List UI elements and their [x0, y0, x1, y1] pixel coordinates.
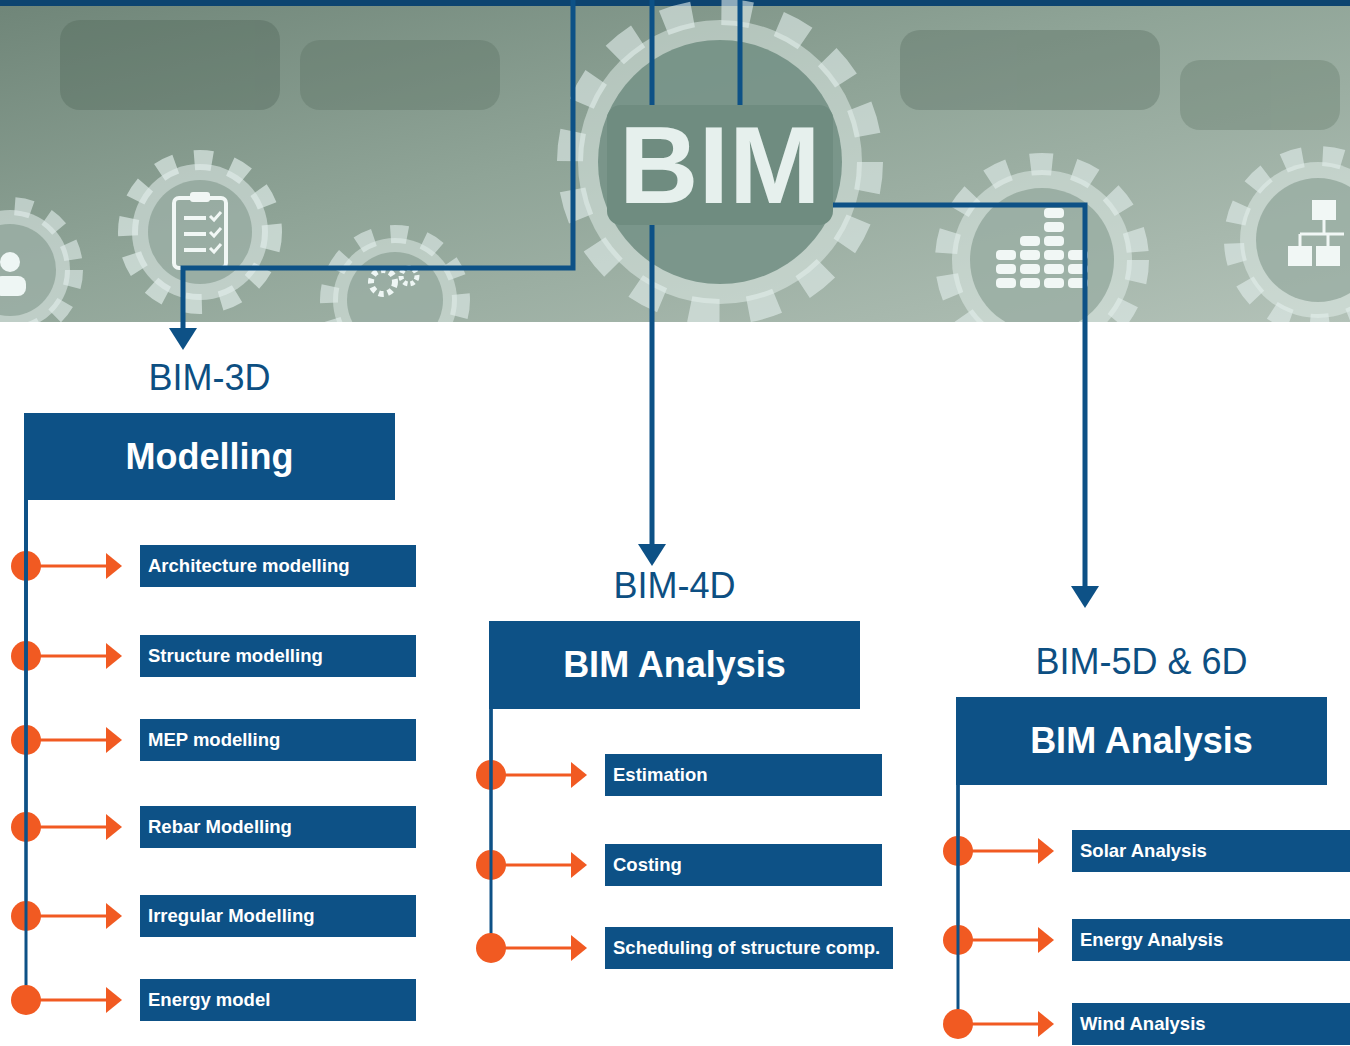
box-text: Structure modelling: [148, 645, 323, 667]
group-bar: BIM Analysis: [956, 697, 1327, 785]
group-heading: BIM-5D & 6D: [956, 640, 1327, 684]
arrow-head: [571, 762, 587, 788]
group-heading: BIM-4D: [489, 564, 860, 608]
connector: [476, 709, 587, 963]
connector: [943, 785, 1054, 866]
box-text: Energy Analysis: [1080, 929, 1223, 951]
box-text: Estimation: [613, 764, 708, 786]
connector: [11, 500, 122, 931]
connector: [476, 709, 587, 880]
gear-icon: [128, 160, 272, 304]
process-box: Irregular Modelling: [140, 895, 416, 937]
process-box: Wind Analysis: [1072, 1003, 1350, 1045]
group-title: BIM Analysis: [563, 644, 786, 686]
connector: [476, 709, 587, 790]
process-box: Energy model: [140, 979, 416, 1021]
process-box: Energy Analysis: [1072, 919, 1350, 961]
gear-icon: [1234, 156, 1350, 322]
connector: [943, 785, 1054, 955]
gear-icon: [946, 164, 1138, 322]
branch-line: [650, 0, 655, 548]
connector: [11, 500, 122, 842]
arrow-head: [169, 328, 197, 350]
arrow-head: [106, 643, 122, 669]
connector-dot: [943, 1009, 973, 1039]
box-text: Solar Analysis: [1080, 840, 1207, 862]
process-box: MEP modelling: [140, 719, 416, 761]
group-bar: Modelling: [24, 413, 395, 500]
group-node: BIM-4D BIM Analysis: [489, 564, 860, 709]
banner-title: BIM: [607, 105, 833, 225]
process-box: Scheduling of structure comp.: [605, 927, 893, 969]
box-text: Energy model: [148, 989, 270, 1011]
group-heading: BIM-3D: [24, 356, 395, 400]
connector: [11, 500, 122, 581]
group-bar: BIM Analysis: [489, 621, 860, 709]
connector: [943, 785, 1054, 1039]
arrow-head: [1071, 586, 1099, 608]
connector-dot: [476, 933, 506, 963]
box-text: Irregular Modelling: [148, 905, 315, 927]
arrow-head: [571, 852, 587, 878]
connector-trunk: [957, 785, 960, 1024]
arrow-head: [571, 935, 587, 961]
branch-line: [183, 0, 573, 332]
process-box: Structure modelling: [140, 635, 416, 677]
box-text: MEP modelling: [148, 729, 280, 751]
gear-icon: [0, 206, 74, 322]
process-box: Architecture modelling: [140, 545, 416, 587]
gear-icon: [329, 234, 461, 322]
group-node: BIM-3D Modelling: [24, 356, 395, 500]
group-title: BIM Analysis: [1030, 720, 1253, 762]
connector: [11, 500, 122, 671]
group-title: Modelling: [126, 436, 294, 478]
box-text: Wind Analysis: [1080, 1013, 1206, 1035]
connector: [11, 500, 122, 755]
arrow-head: [638, 544, 666, 566]
bim-gear: [570, 12, 870, 312]
group-node: BIM-5D & 6D BIM Analysis: [956, 640, 1327, 785]
arrow-head: [106, 903, 122, 929]
top-strip: [0, 0, 1350, 6]
arrow-head: [1038, 1011, 1054, 1037]
box-text: Rebar Modelling: [148, 816, 292, 838]
arrow-head: [1038, 927, 1054, 953]
process-box: Rebar Modelling: [140, 806, 416, 848]
process-box: Costing: [605, 844, 882, 886]
process-box: Solar Analysis: [1072, 830, 1350, 872]
connector-trunk: [490, 709, 493, 948]
process-box: Estimation: [605, 754, 882, 796]
arrow-head: [106, 727, 122, 753]
connector: [11, 500, 122, 1015]
arrow-head: [1038, 838, 1054, 864]
arrow-head: [106, 987, 122, 1013]
arrow-head: [106, 814, 122, 840]
arrow-head: [106, 553, 122, 579]
box-text: Scheduling of structure comp.: [613, 937, 880, 959]
branch-line: [740, 0, 1085, 590]
connector-trunk: [25, 500, 28, 1000]
box-text: Costing: [613, 854, 682, 876]
connector-dot: [11, 985, 41, 1015]
box-text: Architecture modelling: [148, 555, 349, 577]
